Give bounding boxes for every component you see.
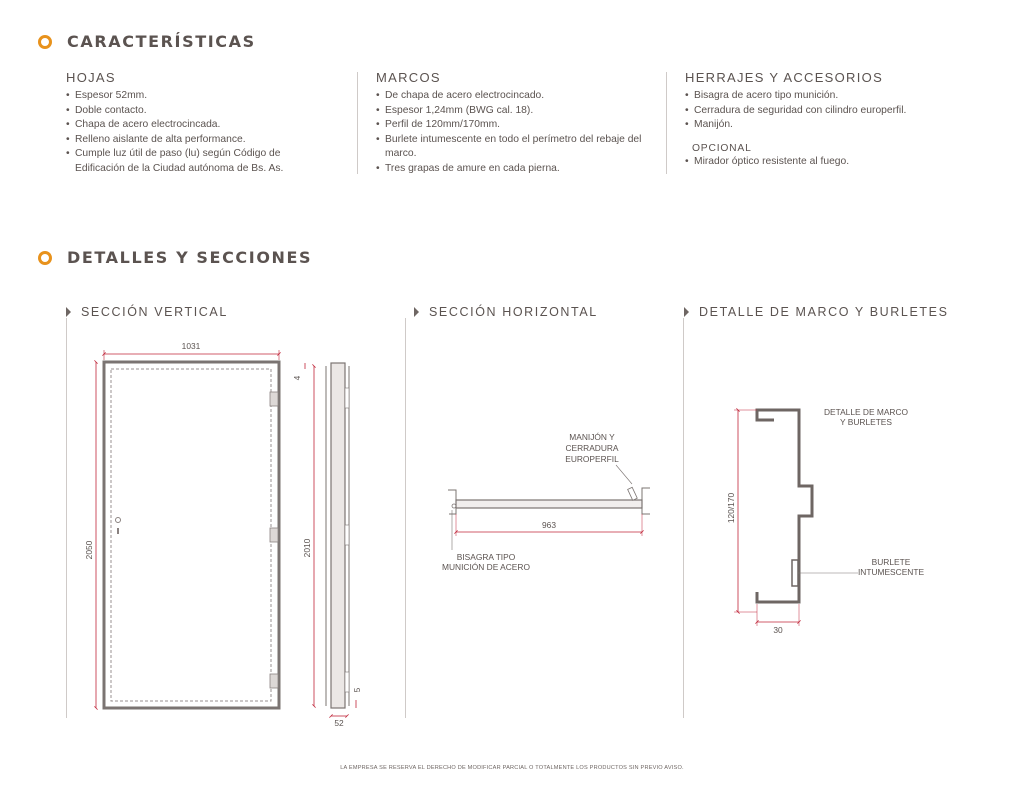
column-divider	[666, 72, 667, 174]
list-item: Cerradura de seguridad con cilindro euro…	[685, 104, 985, 119]
section-title: DETALLES Y SECCIONES	[67, 248, 313, 267]
list-item: Cumple luz útil de paso (lu) según Códig…	[66, 147, 316, 176]
detalles-heading: DETALLES Y SECCIONES	[38, 248, 312, 267]
feature-list: Espesor 52mm. Doble contacto. Chapa de a…	[66, 89, 316, 177]
optional-list: Mirador óptico resistente al fuego.	[685, 155, 985, 170]
column-title: MARCOS	[376, 70, 441, 85]
column-herrajes: HERRAJES Y ACCESORIOS Bisagra de acero t…	[685, 70, 985, 169]
leaf-section	[330, 362, 346, 709]
door-frame-outline	[102, 360, 281, 710]
list-item: Espesor 1,24mm (BWG cal. 18).	[376, 104, 658, 119]
door-side-section	[325, 362, 350, 709]
hinge-icon	[451, 503, 457, 509]
dimension-frame-height: 120/170	[726, 408, 757, 614]
list-item: Mirador óptico resistente al fuego.	[685, 155, 985, 170]
dimension-label: 4	[292, 375, 302, 380]
triangle-right-icon	[684, 307, 689, 317]
label-burlete: BURLETE INTUMESCENTE	[798, 557, 924, 577]
door-front-view	[102, 360, 281, 710]
dimension-width: 1031	[102, 341, 281, 360]
triangle-right-icon	[66, 307, 71, 317]
feature-list: De chapa de acero electrocincado. Espeso…	[376, 89, 658, 177]
annotation-line: MUNICIÓN DE ACERO	[442, 562, 530, 572]
list-item: Tres grapas de amure en cada pierna.	[376, 162, 658, 177]
hinge-icon	[269, 391, 279, 407]
column-divider	[683, 318, 684, 718]
door-plan-section	[448, 486, 650, 515]
column-divider	[357, 72, 358, 174]
dimension-label: 1031	[182, 341, 201, 351]
dimension-side-height: 2010 4 5 52	[292, 363, 362, 728]
door-leaf-outline	[110, 368, 272, 702]
column-marcos: MARCOS De chapa de acero electrocincado.…	[376, 70, 658, 177]
dimension-label: 963	[542, 520, 556, 530]
leaf-plan	[455, 499, 643, 509]
label-hinge: BISAGRA TIPO MUNICIÓN DE ACERO	[442, 510, 530, 572]
annotation-line: EUROPERFIL	[565, 454, 619, 464]
dimension-label: 30	[773, 625, 783, 635]
subheading-marco: DETALLE DE MARCO Y BURLETES	[684, 305, 949, 319]
annotation-line: MANIJÓN Y	[569, 432, 615, 442]
dimension-label: 120/170	[726, 493, 736, 524]
orange-circle-icon	[38, 34, 52, 49]
list-item: Espesor 52mm.	[66, 89, 316, 104]
dimension-frame-width: 30	[755, 604, 801, 635]
column-title: HERRAJES Y ACCESORIOS	[685, 70, 884, 85]
column-hojas: HOJAS Espesor 52mm. Doble contacto. Chap…	[66, 70, 316, 177]
annotation-line: BISAGRA TIPO	[457, 552, 516, 562]
dimension-height: 2050	[84, 360, 98, 710]
caracteristicas-heading: CARACTERÍSTICAS	[38, 32, 256, 51]
annotation-line: BURLETE	[872, 557, 911, 567]
subheading-label: DETALLE DE MARCO Y BURLETES	[699, 305, 949, 319]
list-item: Perfil de 120mm/170mm.	[376, 118, 658, 133]
annotation-line: INTUMESCENTE	[858, 567, 924, 577]
dimension-label: 5	[352, 687, 362, 692]
section-title: CARACTERÍSTICAS	[67, 32, 256, 51]
anchor-icon	[344, 387, 350, 409]
list-item: De chapa de acero electrocincado.	[376, 89, 658, 104]
handle-icon	[627, 486, 638, 501]
dimension-plan-width: 963	[454, 514, 644, 536]
annotation-line: DETALLE DE MARCO	[824, 407, 909, 417]
subheading-vertical: SECCIÓN VERTICAL	[66, 305, 228, 319]
feature-list: Bisagra de acero tipo munición. Cerradur…	[685, 89, 985, 133]
dimension-label: 52	[334, 718, 344, 728]
dimension-label: 2010	[302, 538, 312, 557]
list-item: Bisagra de acero tipo munición.	[685, 89, 985, 104]
triangle-right-icon	[414, 307, 419, 317]
list-item: Doble contacto.	[66, 104, 316, 119]
anchor-icon	[344, 524, 350, 546]
column-divider	[405, 318, 406, 718]
hinge-icon	[269, 527, 279, 543]
dimension-label: 2050	[84, 540, 94, 559]
anchor-icon	[344, 671, 350, 693]
label-marco: DETALLE DE MARCO Y BURLETES	[824, 407, 909, 427]
subheading-label: SECCIÓN HORIZONTAL	[429, 305, 598, 319]
optional-title: OPCIONAL	[692, 142, 752, 154]
list-item: Relleno aislante de alta performance.	[66, 133, 316, 148]
lock-cylinder-icon	[115, 517, 121, 523]
column-divider	[66, 318, 67, 718]
list-item: Manijón.	[685, 118, 985, 133]
annotation-line: Y BURLETES	[840, 417, 892, 427]
column-title: HOJAS	[66, 70, 116, 85]
burlete-strip	[791, 559, 799, 587]
label-lock: MANIJÓN Y CERRADURA EUROPERFIL	[565, 432, 633, 485]
hinge-icon	[269, 673, 279, 689]
subheading-label: SECCIÓN VERTICAL	[81, 305, 228, 319]
orange-circle-icon	[38, 250, 52, 265]
list-item: Burlete intumescente en todo el perímetr…	[376, 133, 658, 162]
legal-footer: LA EMPRESA SE RESERVA EL DERECHO DE MODI…	[340, 765, 684, 771]
subheading-horizontal: SECCIÓN HORIZONTAL	[414, 305, 598, 319]
list-item: Chapa de acero electrocincada.	[66, 118, 316, 133]
annotation-line: CERRADURA	[565, 443, 618, 453]
